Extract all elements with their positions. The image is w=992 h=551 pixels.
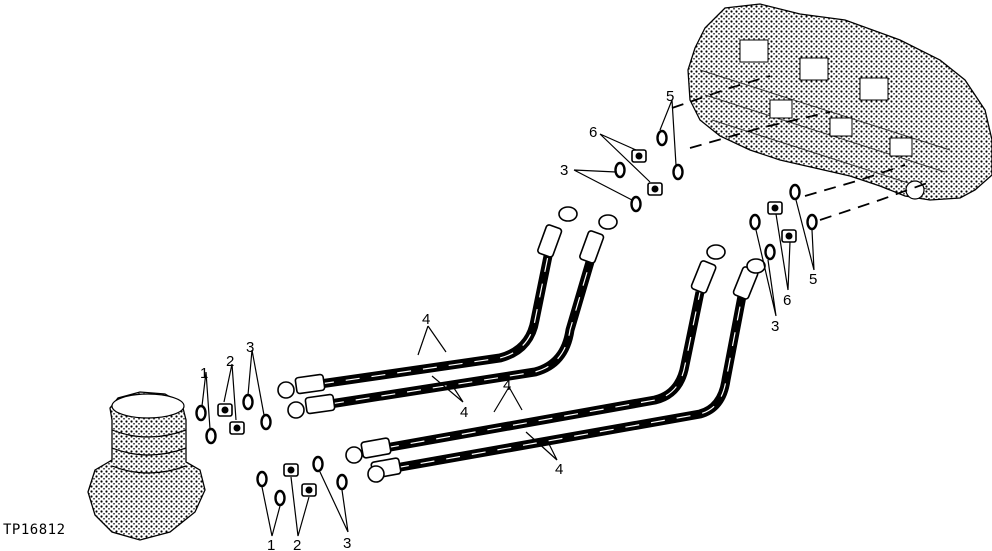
elbow-fitting-a xyxy=(537,206,578,258)
hose-end-fittings xyxy=(277,206,766,483)
callout-2-lower: 2 xyxy=(293,537,301,551)
fitting-left-upper-b xyxy=(287,393,336,419)
callout-6-right: 6 xyxy=(783,292,791,309)
callout-4-hose-a: 4 xyxy=(422,311,430,328)
callout-4-hose-d: 4 xyxy=(555,461,563,478)
leader-lines xyxy=(201,99,815,537)
figure-id: TP16812 xyxy=(3,522,66,538)
fitting-left-upper-a xyxy=(277,373,326,399)
callout-1-upper: 1 xyxy=(200,365,208,382)
callout-4-hose-c: 4 xyxy=(503,377,511,394)
rotary-manifold xyxy=(87,391,206,541)
callout-labels: 1 2 3 1 2 3 4 4 4 4 5 6 3 6 5 3 xyxy=(200,88,817,551)
callout-6-upper: 6 xyxy=(589,124,597,141)
callout-4-hose-b: 4 xyxy=(460,404,468,421)
elbow-fitting-b xyxy=(579,214,618,264)
callout-1-lower: 1 xyxy=(267,537,275,551)
callout-3-right: 3 xyxy=(771,318,779,335)
callout-5-upper: 5 xyxy=(666,88,674,105)
callout-5-right: 5 xyxy=(809,271,817,288)
fitting-left-lower-b xyxy=(367,457,402,483)
callout-3-upper: 3 xyxy=(246,339,254,356)
hose-lines xyxy=(319,255,747,473)
control-valve-block xyxy=(687,3,992,201)
elbow-fitting-c xyxy=(690,244,726,294)
fitting-left-lower-a xyxy=(345,437,392,464)
assembly-center-lines xyxy=(671,75,931,221)
callout-3-valve-upper: 3 xyxy=(560,162,568,179)
valve-upper-seals xyxy=(614,129,684,213)
valve-right-seals xyxy=(749,183,818,261)
callout-2-upper: 2 xyxy=(226,353,234,370)
callout-3-lower: 3 xyxy=(343,535,351,551)
elbow-fitting-d xyxy=(732,258,766,300)
left-lower-seals xyxy=(256,455,348,507)
